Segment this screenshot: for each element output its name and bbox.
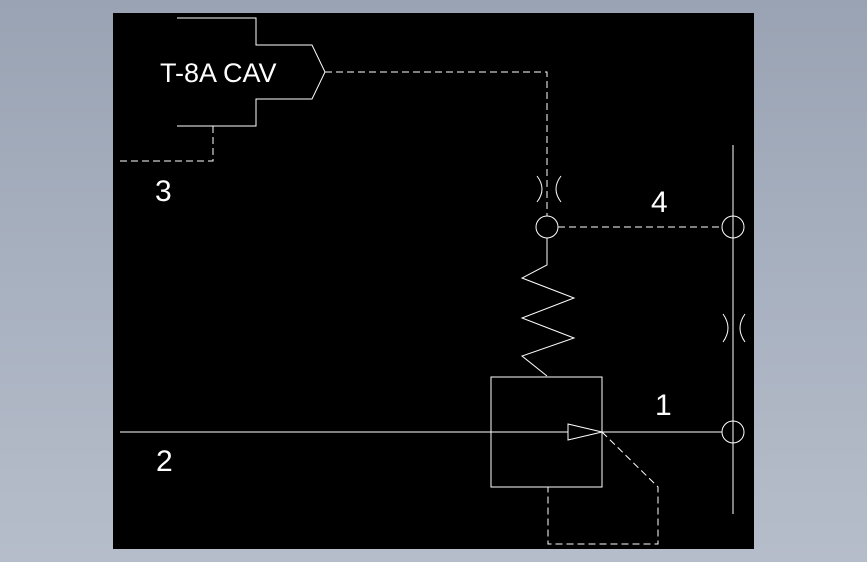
right-orifice-left <box>722 313 729 343</box>
right-orifice-right <box>739 313 746 343</box>
pilot-orifice-left <box>536 175 543 203</box>
spring-icon <box>520 238 576 377</box>
return-loop-line <box>547 431 659 545</box>
pilot-orifice-right <box>555 175 562 203</box>
drawing-canvas[interactable] <box>113 13 754 549</box>
port-1-label: 1 <box>655 389 672 422</box>
cavity-label: T-8A CAV <box>160 58 277 88</box>
flow-arrow-icon <box>567 423 603 441</box>
port-4-label: 4 <box>651 186 668 219</box>
pilot-line <box>325 71 548 216</box>
port-2-label: 2 <box>156 445 173 478</box>
junction-node-pilot <box>535 215 559 239</box>
port-3-label: 3 <box>155 175 172 208</box>
port-3-drain-line <box>120 126 214 162</box>
